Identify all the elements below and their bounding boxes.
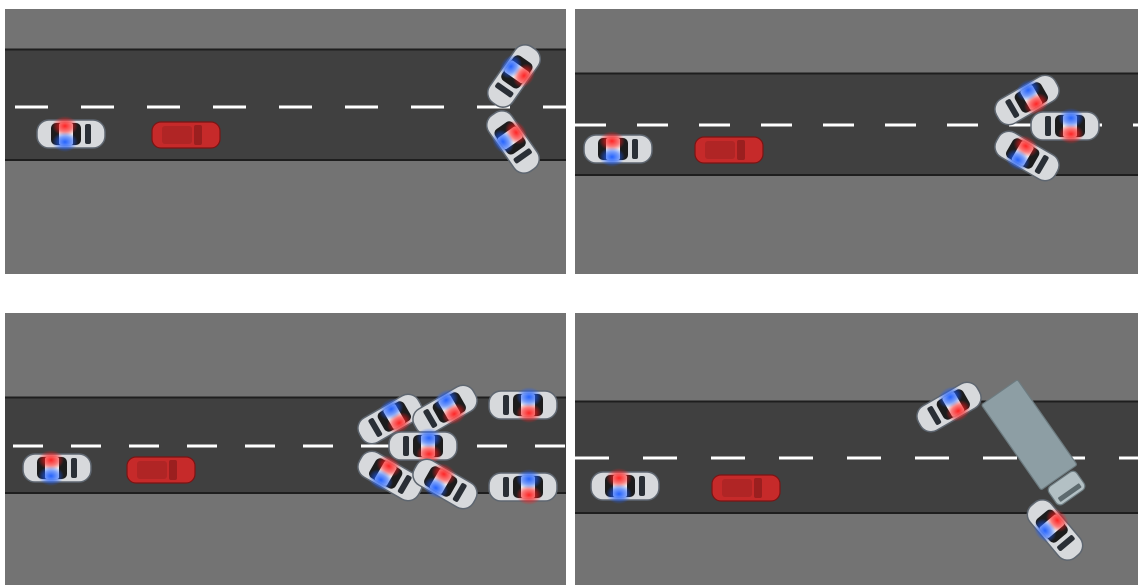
suspect-red-car [695, 137, 763, 163]
police-car-chasing [23, 450, 91, 486]
police-car-blockade-middle [1031, 108, 1099, 144]
windshield [1045, 116, 1051, 136]
car-roof [722, 479, 752, 497]
siren-blue-light [416, 428, 442, 448]
windshield [503, 477, 509, 497]
police-car-chasing [584, 131, 652, 167]
siren-blue-light [606, 484, 632, 504]
panel-top-right [575, 9, 1138, 274]
siren-blue-light [516, 387, 542, 407]
police-car-chasing [591, 468, 659, 504]
windshield [169, 460, 177, 480]
windshield [503, 395, 509, 415]
siren-blue-light [599, 147, 625, 167]
windshield [71, 458, 77, 478]
car-roof [162, 126, 192, 144]
car-roof [705, 141, 735, 159]
windshield [632, 139, 638, 159]
suspect-red-car [152, 122, 220, 148]
police-car-funnel-3 [389, 428, 457, 464]
suspect-red-car [712, 475, 780, 501]
car-roof [137, 461, 167, 479]
windshield [737, 140, 745, 160]
siren-blue-light [1058, 108, 1084, 128]
police-car-chasing [37, 116, 105, 152]
windshield [754, 478, 762, 498]
siren-blue-light [52, 132, 78, 152]
panel-bottom-left [5, 313, 566, 585]
suspect-red-car [127, 457, 195, 483]
windshield [403, 436, 409, 456]
police-car-backup-upper [489, 387, 557, 423]
windshield [639, 476, 645, 496]
windshield [194, 125, 202, 145]
siren-blue-light [516, 469, 542, 489]
panel-top-left [5, 9, 566, 274]
panel-bottom-right [575, 313, 1138, 585]
siren-blue-light [38, 466, 64, 486]
police-car-backup-lower [489, 469, 557, 505]
windshield [85, 124, 91, 144]
